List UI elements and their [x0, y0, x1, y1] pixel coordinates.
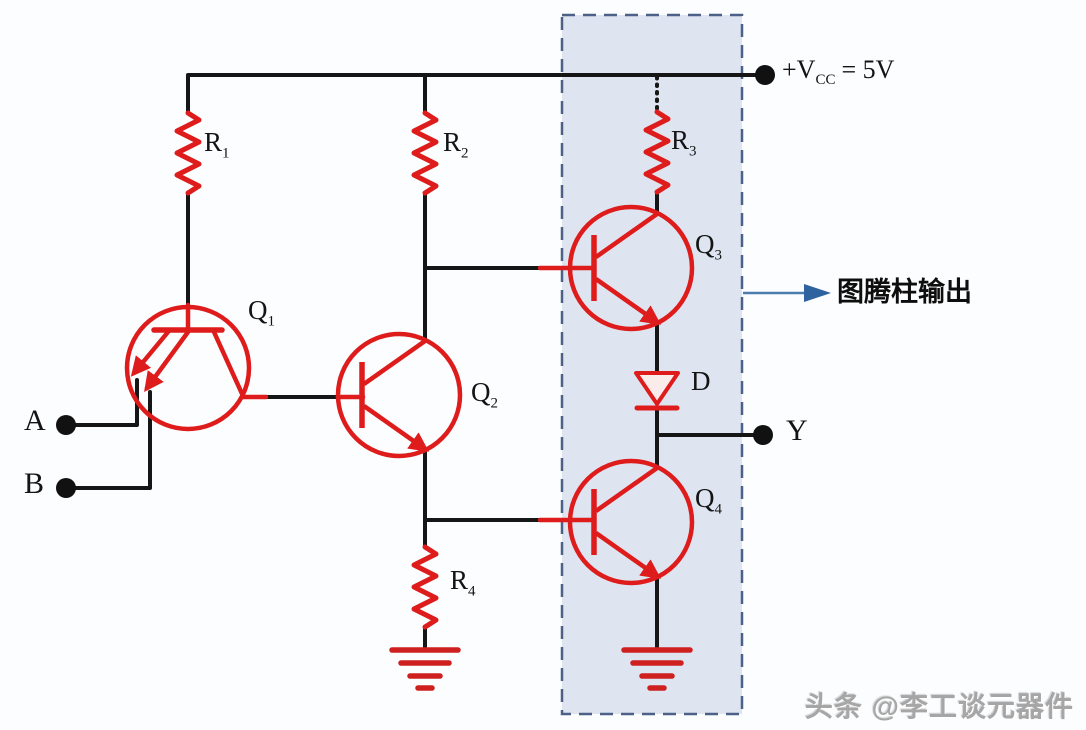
resistor-r3-label: R3: [671, 125, 697, 160]
resistor-r4: [414, 547, 436, 627]
input-b-terminal: [56, 478, 76, 498]
resistor-r4-label: R4: [450, 565, 476, 600]
totem-pole-arrow: [743, 284, 831, 302]
output-y-label: Y: [786, 414, 808, 447]
transistor-q2-label: Q2: [471, 377, 498, 412]
transistor-q3-label: Q3: [695, 229, 722, 264]
output-y-terminal: [753, 425, 773, 445]
vcc-label: +VCC= 5V: [782, 55, 895, 89]
red-connector-stubs: [240, 265, 596, 523]
resistor-r2: [414, 113, 436, 193]
input-b-label: B: [24, 467, 45, 500]
resistor-r1-label: R1: [204, 127, 230, 162]
resistor-r1: [177, 113, 199, 193]
diode-d-label: D: [691, 366, 711, 396]
transistor-q4-label: Q4: [695, 483, 722, 518]
resistor-r2-label: R2: [443, 127, 469, 162]
vcc-terminal: [755, 65, 775, 85]
totem-pole-region-box: [560, 13, 744, 716]
input-a-terminal: [56, 415, 76, 435]
diode-d: [634, 371, 680, 411]
transistor-q1-label: Q1: [248, 295, 275, 330]
watermark-text: 头条 @李工谈元器件: [804, 691, 1074, 722]
transistor-q1: [124, 302, 252, 432]
input-a-label: A: [24, 404, 46, 437]
ground-r4: [392, 650, 458, 688]
totem-pole-annotation: 图腾柱输出: [837, 277, 972, 307]
